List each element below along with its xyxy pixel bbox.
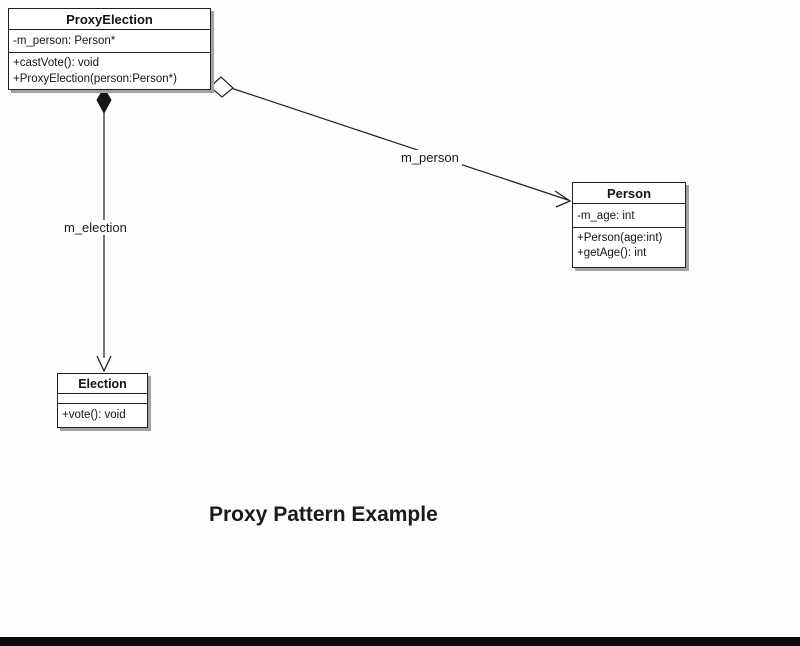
class-proxyelection-attributes: -m_person: Person*: [9, 30, 210, 53]
class-proxyelection: ProxyElection -m_person: Person* +castVo…: [8, 8, 211, 90]
class-election-name: Election: [58, 374, 147, 394]
method-vote: +vote(): void: [62, 409, 126, 421]
method-castvote: +castVote(): void: [13, 57, 99, 69]
open-arrowhead-person: [554, 190, 572, 208]
class-election-attributes: [58, 394, 147, 404]
hollow-diamond-aggregation: [209, 76, 234, 98]
class-person: Person -m_age: int +Person(age:int) +get…: [572, 182, 686, 268]
class-proxyelection-methods: +castVote(): void +ProxyElection(person:…: [9, 53, 210, 89]
class-election: Election +vote(): void: [57, 373, 148, 428]
method-person-ctor: +Person(age:int): [577, 232, 663, 244]
class-person-name: Person: [573, 183, 685, 204]
attribute-m-person: -m_person: Person*: [13, 35, 116, 47]
class-proxyelection-name: ProxyElection: [9, 9, 210, 30]
method-getage: +getAge(): int: [577, 247, 647, 259]
diagram-title: Proxy Pattern Example: [209, 503, 438, 526]
association-line-m-person: [230, 87, 569, 201]
attribute-m-age: -m_age: int: [577, 209, 635, 222]
bottom-edge-bar: [0, 637, 800, 646]
class-person-attributes: -m_age: int: [573, 204, 685, 228]
class-election-methods: +vote(): void: [58, 404, 147, 427]
filled-diamond-composition: [96, 87, 112, 115]
class-person-methods: +Person(age:int) +getAge(): int: [573, 228, 685, 267]
method-proxyelection-ctor: +ProxyElection(person:Person*): [13, 73, 177, 85]
open-arrowhead-election: [96, 355, 112, 373]
association-label-m-election: m_election: [61, 220, 130, 235]
association-label-m-person: m_person: [398, 150, 462, 165]
